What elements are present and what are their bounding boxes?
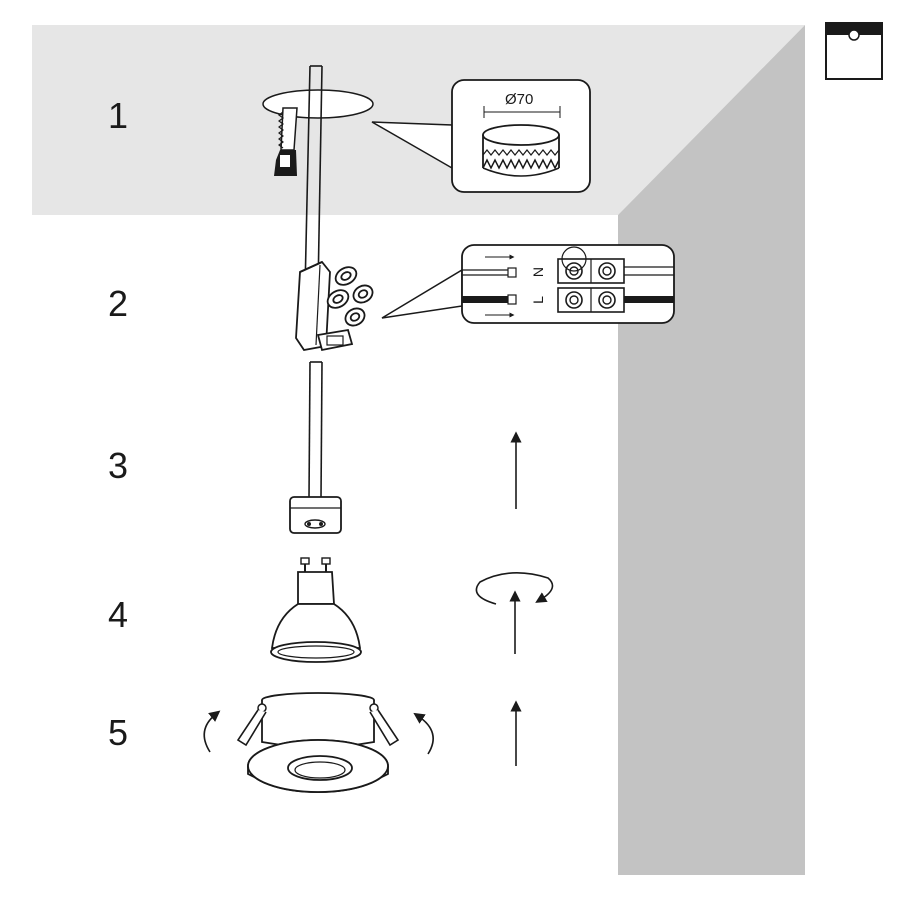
step-number-5: 5 [108, 712, 128, 753]
ceiling-hole [262, 89, 374, 119]
ceiling-mount-icon [825, 22, 883, 80]
socket-cable [308, 361, 323, 499]
step-1-illustration: Ø70 [262, 79, 591, 193]
ceiling-area [32, 25, 805, 215]
step-number-4: 4 [108, 594, 128, 635]
neutral-label: N [530, 267, 546, 277]
gu10-socket [289, 496, 342, 534]
terminal-block [295, 260, 374, 352]
assembly-arrows [475, 431, 554, 766]
wiring-detail: N L [381, 244, 675, 324]
step-numbers: 1 2 3 4 5 [108, 95, 128, 753]
spring-clip-left [236, 703, 267, 747]
rotate-arrow-icon [475, 572, 554, 605]
ceiling-fitting [203, 692, 434, 793]
room-background [32, 25, 805, 875]
rotate-arrow-icon [203, 710, 221, 753]
terminal-screws [326, 266, 374, 327]
hole-diameter-label: Ø70 [505, 91, 533, 108]
spring-clip-right [369, 703, 400, 747]
step-number-3: 3 [108, 445, 128, 486]
supply-cable [304, 65, 323, 291]
saw-icon [274, 107, 298, 176]
rotate-arrow-icon [413, 712, 434, 755]
step-number-1: 1 [108, 95, 128, 136]
live-label: L [530, 296, 546, 304]
wiring-callout-pointer [381, 268, 463, 319]
step-number-2: 2 [108, 283, 128, 324]
hole-saw-icon [482, 124, 560, 177]
wall-area [618, 25, 805, 875]
gu10-lamp [270, 557, 362, 663]
